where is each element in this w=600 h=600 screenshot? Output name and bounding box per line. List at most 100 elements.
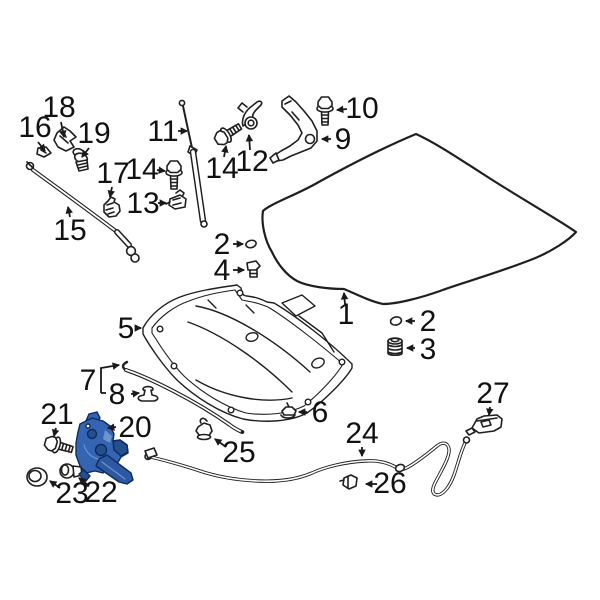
part-number-7: 7 bbox=[80, 364, 97, 397]
hood-latch-drawing bbox=[75, 411, 134, 485]
part-number-22: 22 bbox=[84, 476, 117, 509]
clip-13-drawing bbox=[165, 189, 187, 210]
leader-line-16 bbox=[37, 141, 46, 152]
release-cable-drawing bbox=[144, 436, 471, 497]
leader-line-12 bbox=[245, 133, 254, 151]
leader-line-17 bbox=[107, 186, 115, 199]
clip-8-drawing bbox=[137, 385, 159, 402]
leader-line-25 bbox=[214, 438, 227, 448]
callout-13[interactable]: 13 bbox=[126, 187, 168, 220]
clip-4-drawing bbox=[246, 260, 261, 278]
leader-line-7 bbox=[112, 362, 121, 370]
callout-15[interactable]: 15 bbox=[53, 205, 87, 247]
callout-17[interactable]: 17 bbox=[96, 157, 130, 199]
part-number-3: 3 bbox=[420, 333, 437, 366]
part-number-20: 20 bbox=[118, 411, 151, 444]
leader-line-18 bbox=[59, 121, 67, 139]
bolt-14-left-drawing bbox=[165, 160, 183, 190]
part-number-16: 16 bbox=[18, 111, 51, 144]
bolt-14-right-drawing bbox=[211, 118, 246, 149]
part-number-24: 24 bbox=[345, 417, 378, 450]
callout-27[interactable]: 27 bbox=[476, 377, 510, 417]
callout-19[interactable]: 19 bbox=[77, 117, 111, 158]
part-number-13: 13 bbox=[126, 187, 159, 220]
part-number-27: 27 bbox=[476, 377, 509, 410]
part-number-5: 5 bbox=[118, 312, 135, 345]
callout-18[interactable]: 18 bbox=[42, 91, 76, 139]
callout-21[interactable]: 21 bbox=[40, 398, 74, 438]
leader-line-14-right bbox=[221, 144, 229, 158]
part-number-19: 19 bbox=[77, 117, 110, 150]
leader-line-22 bbox=[78, 477, 90, 487]
callout-1[interactable]: 1 bbox=[338, 291, 355, 331]
callout-8[interactable]: 8 bbox=[109, 378, 141, 411]
part-number-2-right: 2 bbox=[420, 305, 437, 338]
leader-line-15 bbox=[65, 205, 73, 218]
clip-17-drawing bbox=[103, 196, 121, 218]
hood-panel-drawing bbox=[261, 132, 578, 306]
leader-line-19 bbox=[81, 147, 90, 158]
bracket-12-drawing bbox=[237, 100, 263, 130]
clip-6-drawing bbox=[280, 402, 297, 419]
leader-line-1 bbox=[340, 291, 349, 305]
callout-26[interactable]: 26 bbox=[364, 467, 407, 500]
part-number-9: 9 bbox=[335, 123, 352, 156]
part-number-12: 12 bbox=[235, 145, 268, 178]
callout-25[interactable]: 25 bbox=[214, 436, 256, 469]
callout-24[interactable]: 24 bbox=[345, 417, 379, 458]
callout-7[interactable]: 7 bbox=[80, 362, 121, 397]
leader-line-27 bbox=[486, 406, 494, 417]
callout-6[interactable]: 6 bbox=[297, 396, 329, 429]
release-handle-drawing bbox=[465, 414, 503, 436]
part-number-14-right: 14 bbox=[205, 152, 238, 185]
callout-14-left[interactable]: 14 bbox=[125, 153, 167, 186]
part-number-10: 10 bbox=[345, 92, 378, 125]
part-number-14-left: 14 bbox=[125, 153, 158, 186]
bolt-10-drawing bbox=[316, 96, 334, 126]
part-number-15: 15 bbox=[53, 214, 86, 247]
hood-strut-drawing bbox=[178, 99, 208, 228]
leader-line-21 bbox=[51, 427, 60, 438]
part-number-1: 1 bbox=[338, 298, 355, 331]
clip-26-drawing bbox=[339, 474, 358, 490]
callout-4[interactable]: 4 bbox=[214, 254, 246, 287]
callout-22[interactable]: 22 bbox=[78, 476, 118, 509]
hinge-9-drawing bbox=[269, 95, 318, 164]
callout-14-right[interactable]: 14 bbox=[205, 144, 239, 185]
callout-12[interactable]: 12 bbox=[235, 133, 269, 178]
grommet-2-right-drawing bbox=[389, 316, 403, 326]
part-number-11: 11 bbox=[147, 115, 178, 148]
callout-2-left[interactable]: 2 bbox=[214, 228, 245, 261]
leader-line-20 bbox=[106, 423, 117, 431]
hood-insulator-drawing bbox=[142, 284, 353, 422]
leader-line-23 bbox=[49, 480, 61, 489]
callout-3[interactable]: 3 bbox=[405, 333, 437, 366]
leader-line-8 bbox=[130, 390, 141, 398]
callout-20[interactable]: 20 bbox=[106, 411, 152, 444]
part-number-18: 18 bbox=[42, 91, 75, 124]
callout-9[interactable]: 9 bbox=[320, 123, 352, 156]
clip-25-drawing bbox=[195, 417, 213, 441]
bracket-line-7 bbox=[100, 365, 114, 393]
leader-line-14-left bbox=[156, 166, 167, 174]
cushion-3-drawing bbox=[387, 337, 403, 357]
callout-10[interactable]: 10 bbox=[335, 92, 379, 125]
leader-line-10 bbox=[335, 105, 348, 114]
part-number-26: 26 bbox=[373, 467, 406, 500]
part-number-17: 17 bbox=[96, 157, 129, 190]
part-number-2-left: 2 bbox=[214, 228, 231, 261]
part-number-6: 6 bbox=[312, 396, 329, 429]
grommet-2-left-drawing bbox=[245, 239, 257, 249]
part-number-8: 8 bbox=[109, 378, 126, 411]
callout-16[interactable]: 16 bbox=[18, 111, 52, 152]
callout-5[interactable]: 5 bbox=[118, 312, 143, 345]
callout-2-right[interactable]: 2 bbox=[404, 305, 437, 338]
part-number-25: 25 bbox=[222, 436, 255, 469]
callout-11[interactable]: 11 bbox=[147, 115, 189, 148]
bolt-21-drawing bbox=[42, 433, 76, 459]
clip-18-drawing bbox=[53, 126, 77, 152]
latch-cable-end-drawing bbox=[144, 447, 158, 459]
weatherstrip-7-drawing bbox=[121, 360, 245, 434]
